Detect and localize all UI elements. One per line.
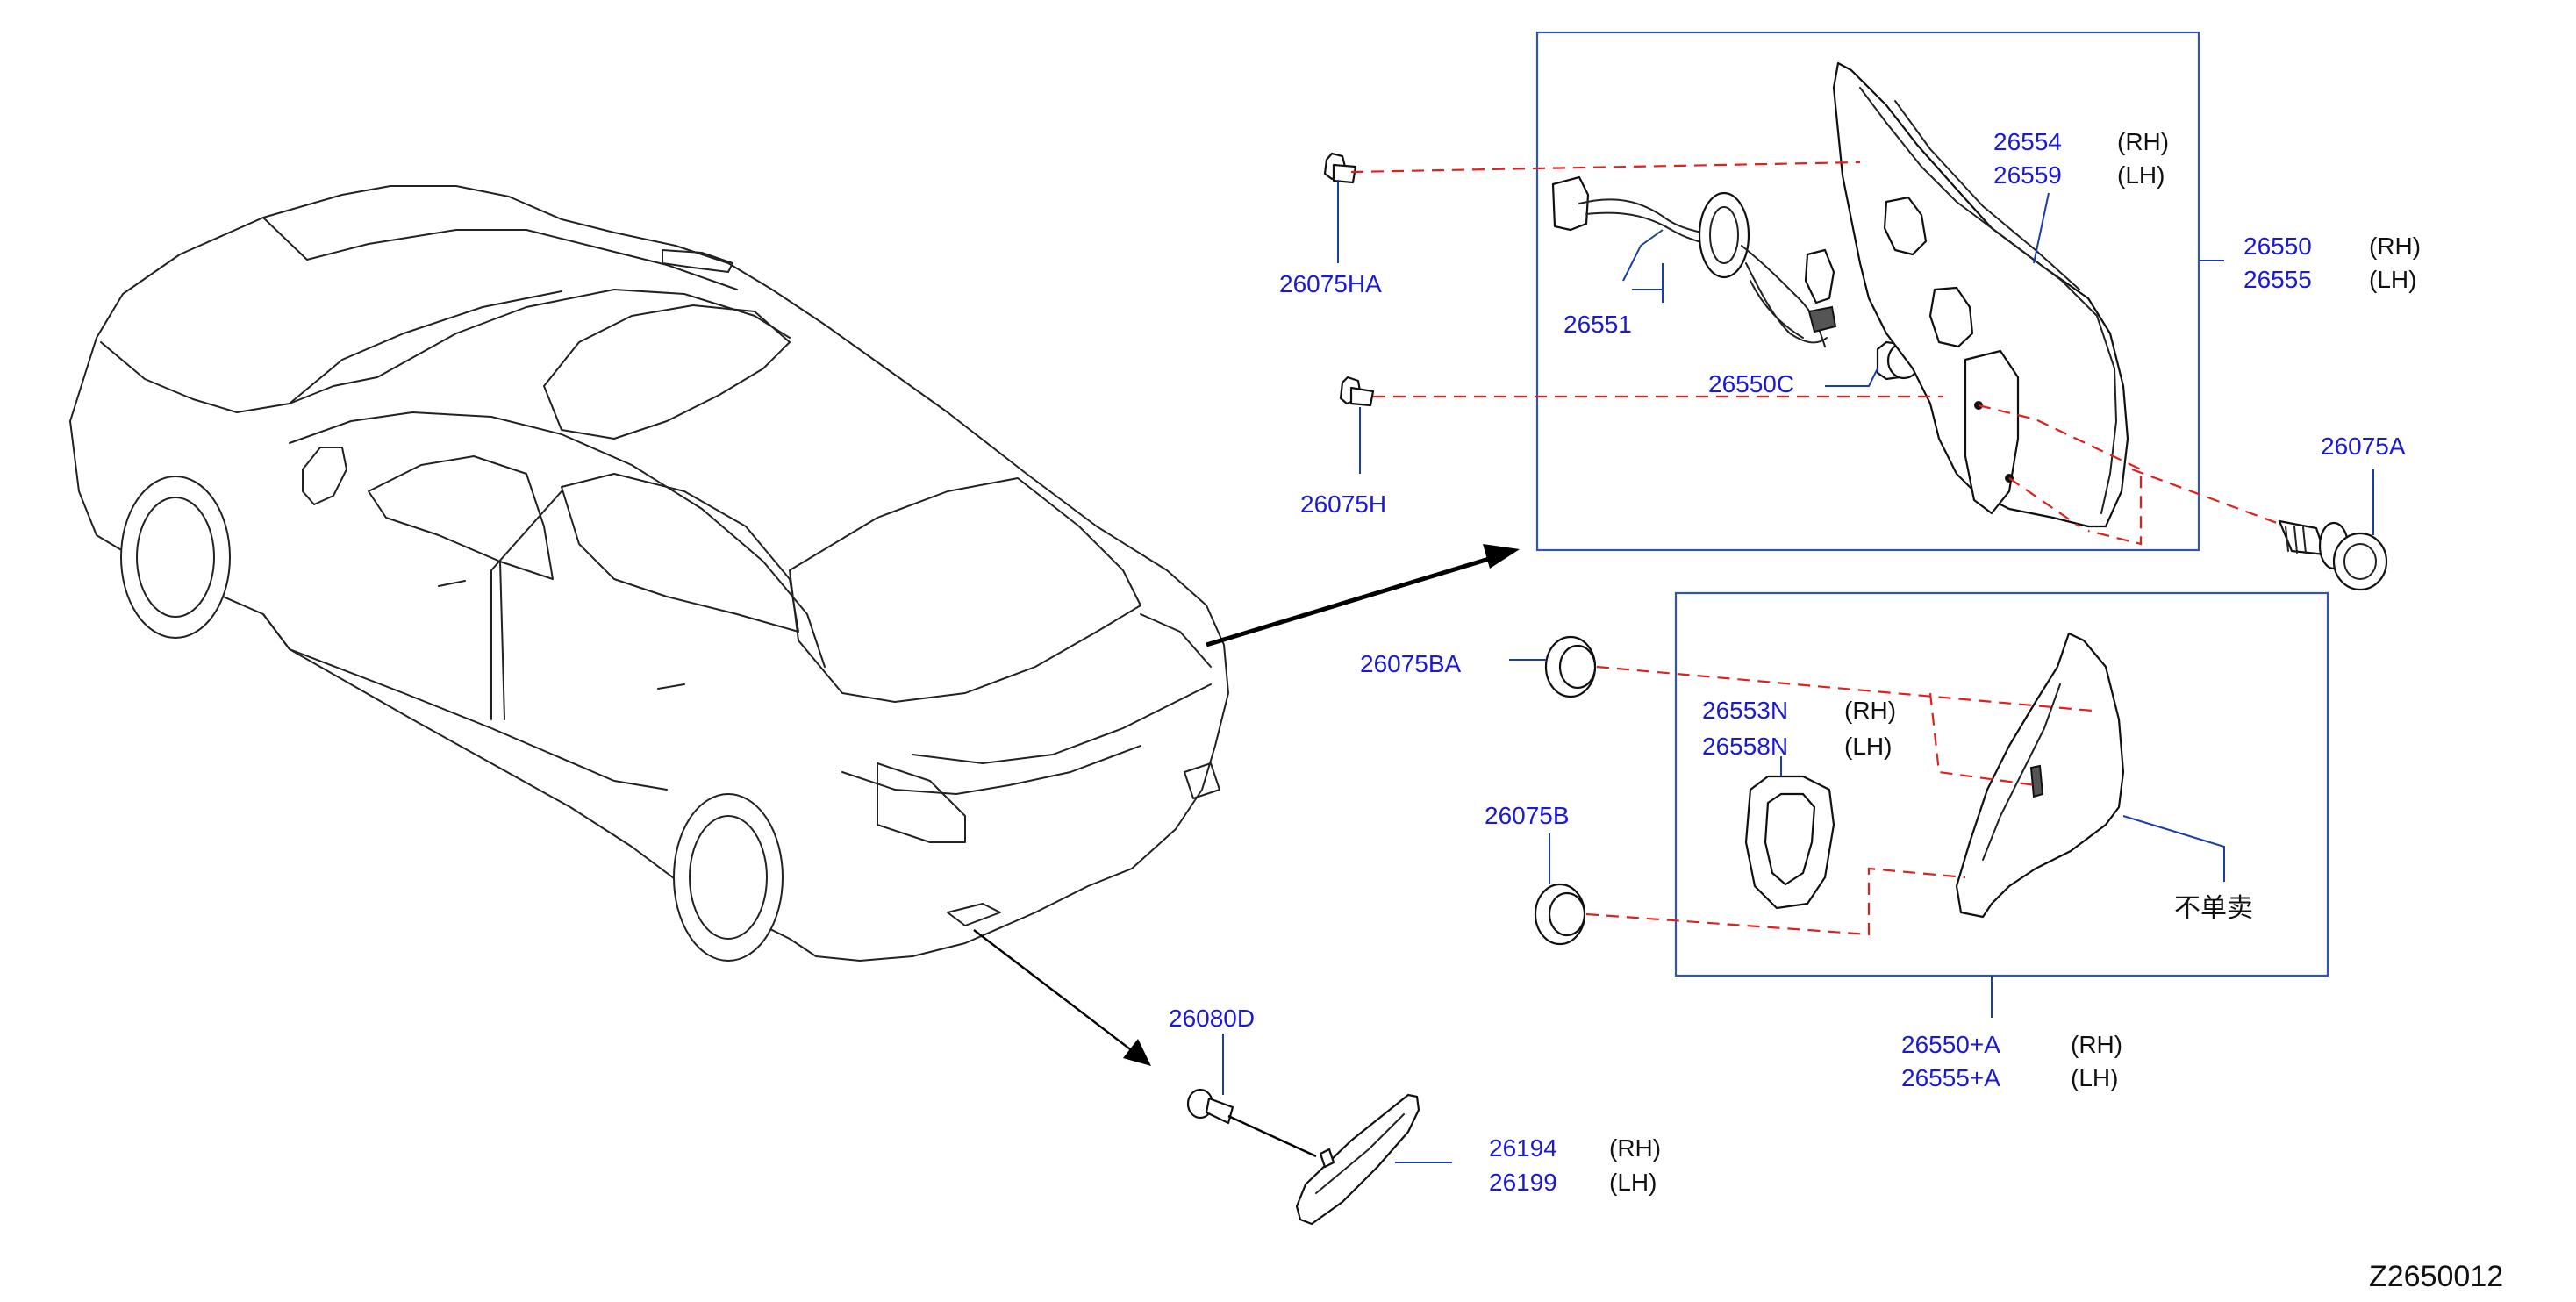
nut-26075ba-part xyxy=(1544,635,1597,698)
label-26559-side: (LH) xyxy=(2117,161,2165,189)
gasket-26553n-part xyxy=(1744,775,1835,910)
phantom-lines xyxy=(1350,161,2278,936)
reflector-26194-part xyxy=(1295,1093,1420,1226)
lamp-body-box xyxy=(1674,591,2329,977)
label-26194-side: (RH) xyxy=(1609,1134,1661,1162)
label-26194: 26194 xyxy=(1489,1134,1557,1162)
label-26551: 26551 xyxy=(1563,311,1632,338)
part-labels: 26075HA 26075H 26551 26550C 26554 (RH) 2… xyxy=(1169,128,2503,1293)
label-26550a: 26550+A xyxy=(1901,1031,2000,1058)
not-sold-separately-note: 不单卖 xyxy=(2174,893,2253,924)
clip-26075ha-part xyxy=(1323,152,1357,184)
combination-lamp-box xyxy=(1535,31,2200,552)
diagram-reference-code: Z2650012 xyxy=(2369,1260,2503,1293)
vehicle-illustration xyxy=(69,185,1229,962)
label-26199-side: (LH) xyxy=(1609,1169,1657,1196)
nut-26075b-part xyxy=(1534,883,1586,946)
screw-26080d-part xyxy=(1186,1088,1317,1158)
label-26558n: 26558N xyxy=(1702,733,1788,760)
callout-arrows xyxy=(973,544,1520,1066)
label-26554-side: (RH) xyxy=(2117,128,2169,155)
leader-lines xyxy=(1222,180,2374,1163)
label-26550-side: (RH) xyxy=(2369,232,2421,260)
label-26553n-side: (RH) xyxy=(1844,697,1896,724)
lamp-body-26550a-part xyxy=(1955,632,2125,919)
label-26555: 26555 xyxy=(2243,266,2312,293)
label-26199: 26199 xyxy=(1489,1169,1557,1196)
label-26550a-side: (RH) xyxy=(2071,1031,2122,1058)
label-26555a-side: (LH) xyxy=(2071,1064,2118,1091)
label-26075ba: 26075BA xyxy=(1360,650,1462,677)
label-26559: 26559 xyxy=(1993,161,2062,189)
label-26554: 26554 xyxy=(1993,128,2062,155)
lamp-housing-26554-part xyxy=(1832,61,2129,528)
label-26080d: 26080D xyxy=(1169,1005,1255,1032)
label-26550c: 26550C xyxy=(1708,370,1794,397)
label-26555-side: (LH) xyxy=(2369,266,2416,293)
label-26558n-side: (LH) xyxy=(1844,733,1892,760)
label-26555a: 26555+A xyxy=(1901,1064,2000,1091)
label-26075h: 26075H xyxy=(1300,490,1386,518)
label-26550: 26550 xyxy=(2243,232,2312,260)
label-26075a: 26075A xyxy=(2321,433,2406,460)
harness-26551-part xyxy=(1551,175,1837,347)
clip-26075h-part xyxy=(1339,376,1375,407)
bolt-26075a-part xyxy=(2278,519,2388,591)
label-26075ha: 26075HA xyxy=(1279,270,1382,297)
label-26075b: 26075B xyxy=(1485,802,1570,829)
label-26553n: 26553N xyxy=(1702,697,1788,724)
